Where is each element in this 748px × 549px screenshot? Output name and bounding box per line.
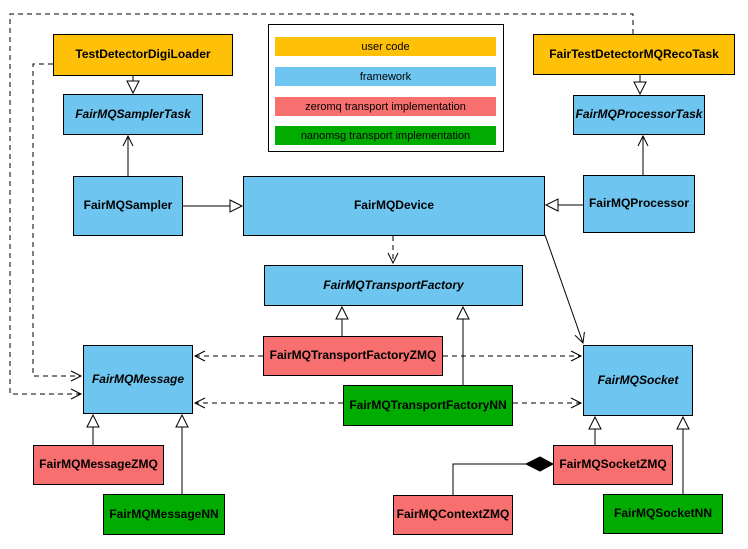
node-fairmqtransportfactory: FairMQTransportFactory (264, 265, 523, 306)
legend-label: zeromq transport implementation (305, 100, 466, 113)
legend-label: user code (361, 40, 410, 53)
node-testdetectordigiloader: TestDetectorDigiLoader (53, 34, 233, 76)
node-fairmqmessage: FairMQMessage (83, 345, 193, 414)
class-name: FairMQDevice (353, 198, 435, 213)
node-fairmqprocessor: FairMQProcessor (583, 175, 695, 233)
node-fairmqsamplertask: FairMQSamplerTask (63, 94, 203, 135)
class-name: FairMQTransportFactoryZMQ (269, 348, 437, 363)
class-name: FairMQSocketNN (613, 506, 713, 521)
class-name: FairMQProcessorTask (575, 107, 703, 122)
node-fairmqmessagezmq: FairMQMessageZMQ (33, 445, 164, 485)
class-name: TestDetectorDigiLoader (75, 47, 211, 62)
node-fairtestdetectormqrecotask: FairTestDetectorMQRecoTask (533, 34, 735, 75)
edge-composition-contextzmq-socketzmq (452, 463, 527, 495)
edge-dependency-digiloader-message (32, 63, 83, 382)
node-fairmqsocketzmq: FairMQSocketZMQ (553, 445, 673, 485)
composition-diamond (524, 456, 555, 472)
edge-association-device-socket (544, 234, 585, 345)
class-name: FairMQSamplerTask (75, 106, 191, 121)
class-name: FairMQSocketZMQ (559, 457, 667, 472)
class-name: FairTestDetectorMQRecoTask (549, 46, 719, 61)
legend-item-nanomsg: nanomsg transport implementation (275, 126, 496, 145)
legend-item-user-code: user code (275, 37, 496, 56)
node-fairmqprocessortask: FairMQProcessorTask (573, 95, 705, 135)
class-name: FairMQContextZMQ (396, 507, 510, 522)
node-fairmqmessagenn: FairMQMessageNN (103, 494, 225, 535)
class-name: FairMQTransportFactoryNN (349, 397, 507, 412)
node-fairmqsampler: FairMQSampler (73, 176, 183, 236)
legend-item-framework: framework (275, 67, 496, 86)
class-name: FairMQMessageNN (109, 506, 219, 521)
legend: user code framework zeromq transport imp… (268, 24, 504, 152)
class-name: FairMQTransportFactory (323, 277, 464, 292)
edge-dependency-recotask-message (9, 13, 634, 400)
node-fairmqsocketnn: FairMQSocketNN (603, 494, 723, 534)
node-fairmqcontextzmq: FairMQContextZMQ (393, 495, 513, 535)
class-name: FairMQSampler (83, 198, 173, 213)
legend-label: framework (359, 70, 412, 83)
node-fairmqdevice: FairMQDevice (243, 176, 545, 236)
class-name: FairMQMessageZMQ (39, 457, 158, 472)
class-name: FairMQSocket (597, 372, 679, 387)
legend-label: nanomsg transport implementation (300, 129, 471, 142)
class-name: FairMQMessage (91, 371, 185, 386)
class-name: FairMQProcessor (588, 196, 690, 211)
node-fairmqtransportfactorynn: FairMQTransportFactoryNN (343, 385, 513, 426)
legend-item-zeromq: zeromq transport implementation (275, 97, 496, 116)
node-fairmqsocket: FairMQSocket (583, 345, 693, 416)
node-fairmqtransportfactoryzmq: FairMQTransportFactoryZMQ (263, 336, 443, 376)
